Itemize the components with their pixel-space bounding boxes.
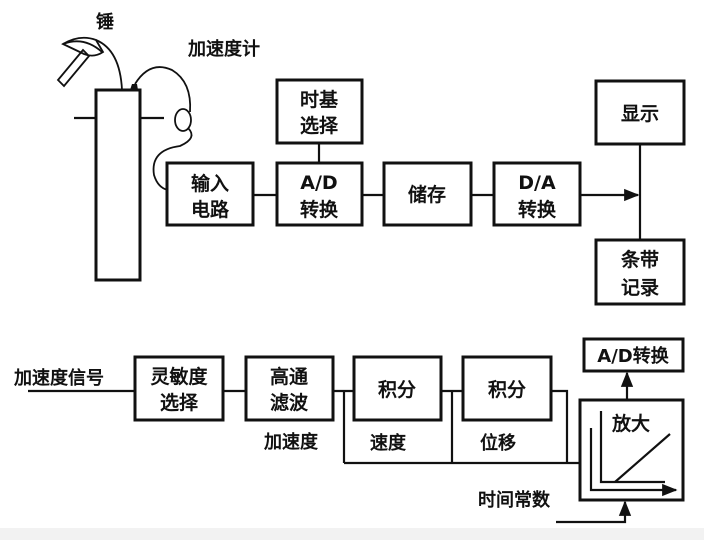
svg-text:输入: 输入 <box>191 172 229 195</box>
integrator-2-block <box>461 355 553 422</box>
svg-text:转换: 转换 <box>300 198 339 221</box>
acceleration-signal-label: 加速度信号 <box>13 367 104 389</box>
svg-text:D/A: D/A <box>518 172 556 194</box>
svg-text:电路: 电路 <box>191 198 230 221</box>
svg-text:放大: 放大 <box>611 412 650 435</box>
svg-text:积分: 积分 <box>378 379 416 401</box>
bottom-diagram: 加速度信号 灵敏度 选择 高通 滤波 积分 积分 加速度 速度 位移 A/D转换… <box>13 337 685 524</box>
highpass-filter-block <box>244 355 335 422</box>
svg-text:选择: 选择 <box>300 115 339 137</box>
hammer-label: 锤 <box>96 11 114 33</box>
svg-text:A/D转换: A/D转换 <box>597 345 669 367</box>
ad-convert-output-block <box>582 337 685 373</box>
svg-text:高通: 高通 <box>270 365 309 388</box>
displacement-branch-label: 位移 <box>480 432 516 454</box>
svg-text:A/D: A/D <box>300 172 337 194</box>
strip-recorder-block <box>594 238 686 306</box>
svg-text:储存: 储存 <box>408 183 446 206</box>
timebase-select-block <box>275 78 364 145</box>
svg-text:转换: 转换 <box>518 198 557 221</box>
svg-text:积分: 积分 <box>488 379 526 401</box>
ad-convert-block <box>275 161 364 227</box>
test-structure <box>94 88 142 282</box>
svg-text:条带: 条带 <box>621 248 659 271</box>
svg-text:选择: 选择 <box>160 392 199 414</box>
svg-text:滤波: 滤波 <box>270 391 309 414</box>
da-convert-block <box>492 161 582 227</box>
accelerometer-icon <box>130 66 193 191</box>
acceleration-branch-label: 加速度 <box>263 431 319 453</box>
top-diagram: 锤 加速度计 输入 电路 时基 选择 A/D 转换 储存 D/A 转换 显示 条… <box>56 11 686 306</box>
svg-text:灵敏度: 灵敏度 <box>150 365 208 388</box>
bottom-band <box>0 528 704 540</box>
svg-text:记录: 记录 <box>621 277 659 299</box>
integrator-1-block <box>352 355 443 422</box>
time-constant-label: 时间常数 <box>478 489 551 511</box>
accelerometer-label: 加速度计 <box>187 38 260 60</box>
amplifier-graph-icon <box>589 411 678 497</box>
input-circuit-block <box>165 161 255 227</box>
velocity-branch-label: 速度 <box>370 432 407 454</box>
display-block <box>594 79 686 146</box>
sensitivity-select-block <box>133 355 225 422</box>
amplifier-block <box>578 398 685 502</box>
svg-text:显示: 显示 <box>621 103 659 125</box>
hammer-icon <box>56 36 123 91</box>
svg-text:时基: 时基 <box>300 88 339 111</box>
